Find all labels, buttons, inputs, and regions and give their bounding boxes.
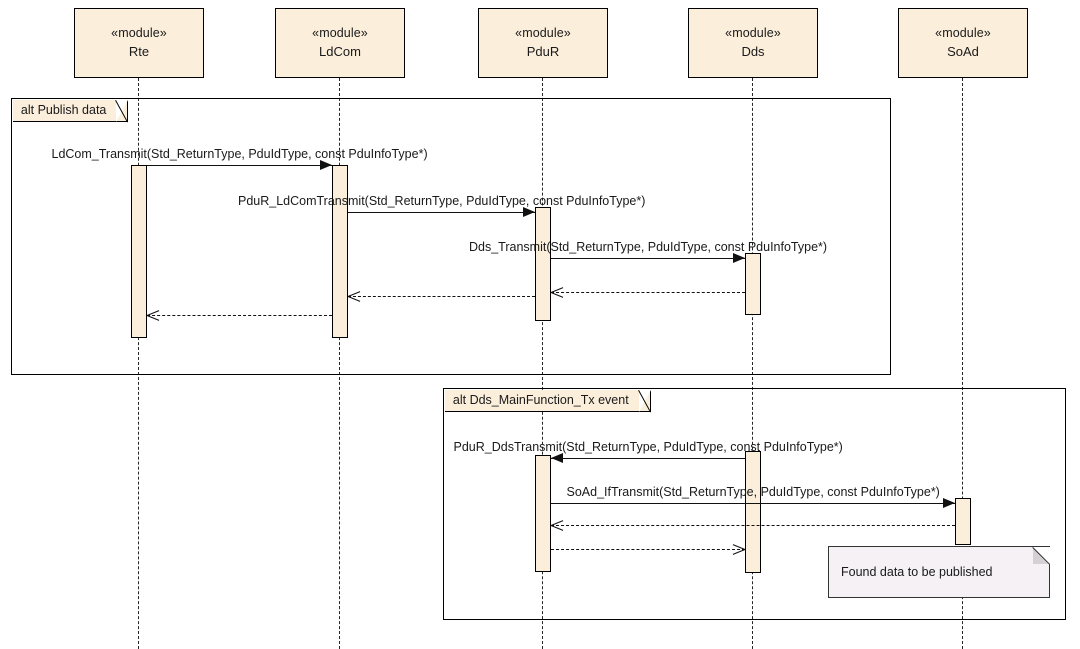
lifeline-ldcom: [339, 78, 341, 649]
lifeline-soad: [962, 78, 964, 649]
message-label-msg-ldcom-transmit: LdCom_Transmit(Std_ReturnType, PduIdType…: [51, 147, 428, 161]
arrowhead-msg-return-dds-pdur: [551, 286, 564, 299]
arrowhead-msg-pdur-ldcomtransmit: [523, 206, 535, 217]
lifeline-head-dds[interactable]: «module» Dds: [688, 8, 818, 78]
activation-bar-act-ldcom[interactable]: [332, 165, 348, 338]
arrowhead-msg-return-pdur-ldcom: [348, 290, 361, 303]
message-line-msg-pdur-ddstransmit[interactable]: [551, 458, 745, 459]
arrowhead-msg-soad-iftransmit: [943, 497, 955, 508]
message-line-msg-return-ldcom-rte[interactable]: [147, 315, 332, 316]
lifeline-stereotype: «module»: [111, 26, 167, 40]
message-line-msg-pdur-ldcomtransmit[interactable]: [348, 212, 535, 213]
arrowhead-msg-dds-transmit: [733, 252, 745, 263]
activation-bar-act-rte[interactable]: [131, 165, 147, 338]
arrowhead-msg-return-pdur-dds: [732, 543, 745, 556]
lifeline-stereotype: «module»: [515, 26, 571, 40]
lifeline-head-ldcom[interactable]: «module» LdCom: [275, 8, 405, 78]
message-label-msg-pdur-ldcomtransmit: PduR_LdComTransmit(Std_ReturnType, PduId…: [238, 194, 646, 208]
lifeline-head-rte[interactable]: «module» Rte: [74, 8, 204, 78]
message-line-msg-return-pdur-ldcom[interactable]: [348, 296, 535, 297]
arrowhead-msg-ldcom-transmit: [320, 159, 332, 170]
lifeline-stereotype: «module»: [312, 26, 368, 40]
note-text: Found data to be published: [841, 565, 993, 579]
message-line-msg-return-soad-pdur[interactable]: [551, 525, 955, 526]
message-label-msg-dds-transmit: Dds_Transmit(Std_ReturnType, PduIdType, …: [469, 240, 828, 254]
combined-fragment-frag-dds-mainfunction-tx[interactable]: [443, 388, 1066, 620]
activation-bar-act-dds-2[interactable]: [745, 451, 761, 573]
activation-bar-act-pdur-1[interactable]: [535, 207, 551, 321]
message-line-msg-return-pdur-dds[interactable]: [551, 549, 745, 550]
message-line-msg-return-dds-pdur[interactable]: [551, 292, 745, 293]
fragment-label-corner-cut: [638, 389, 651, 412]
combined-fragment-frag-publish-data[interactable]: [11, 98, 891, 375]
arrowhead-msg-pdur-ddstransmit: [551, 452, 563, 463]
fragment-label-frag-publish-data: alt Publish data: [12, 99, 128, 122]
lifeline-name: Rte: [128, 44, 150, 59]
fragment-label-frag-dds-mainfunction-tx: alt Dds_MainFunction_Tx event: [444, 389, 651, 412]
note-fold-corner-icon: [1032, 546, 1050, 564]
note-note-found-data: Found data to be published: [828, 546, 1050, 598]
message-label-msg-pdur-ddstransmit: PduR_DdsTransmit(Std_ReturnType, PduIdTy…: [453, 440, 843, 454]
lifeline-head-soad[interactable]: «module» SoAd: [898, 8, 1028, 78]
arrowhead-msg-return-soad-pdur: [551, 519, 564, 532]
lifeline-name: PduR: [526, 44, 560, 59]
activation-bar-act-soad[interactable]: [955, 498, 971, 545]
message-line-msg-soad-iftransmit[interactable]: [551, 503, 955, 504]
lifeline-stereotype: «module»: [935, 26, 991, 40]
fragment-label-corner-cut: [115, 99, 128, 122]
arrowhead-msg-return-ldcom-rte: [147, 309, 160, 322]
lifeline-pdur: [542, 78, 544, 649]
lifeline-head-pdur[interactable]: «module» PduR: [478, 8, 608, 78]
message-label-msg-soad-iftransmit: SoAd_IfTransmit(Std_ReturnType, PduIdTyp…: [566, 485, 940, 499]
message-line-msg-dds-transmit[interactable]: [551, 258, 745, 259]
activation-bar-act-pdur-2[interactable]: [535, 455, 551, 572]
lifeline-dds: [752, 78, 754, 649]
lifeline-rte: [138, 78, 140, 649]
message-line-msg-ldcom-transmit[interactable]: [147, 165, 332, 166]
activation-bar-act-dds-1[interactable]: [745, 253, 761, 315]
lifeline-stereotype: «module»: [725, 26, 781, 40]
lifeline-name: SoAd: [947, 44, 979, 59]
lifeline-name: LdCom: [319, 44, 361, 59]
lifeline-name: Dds: [741, 44, 765, 59]
